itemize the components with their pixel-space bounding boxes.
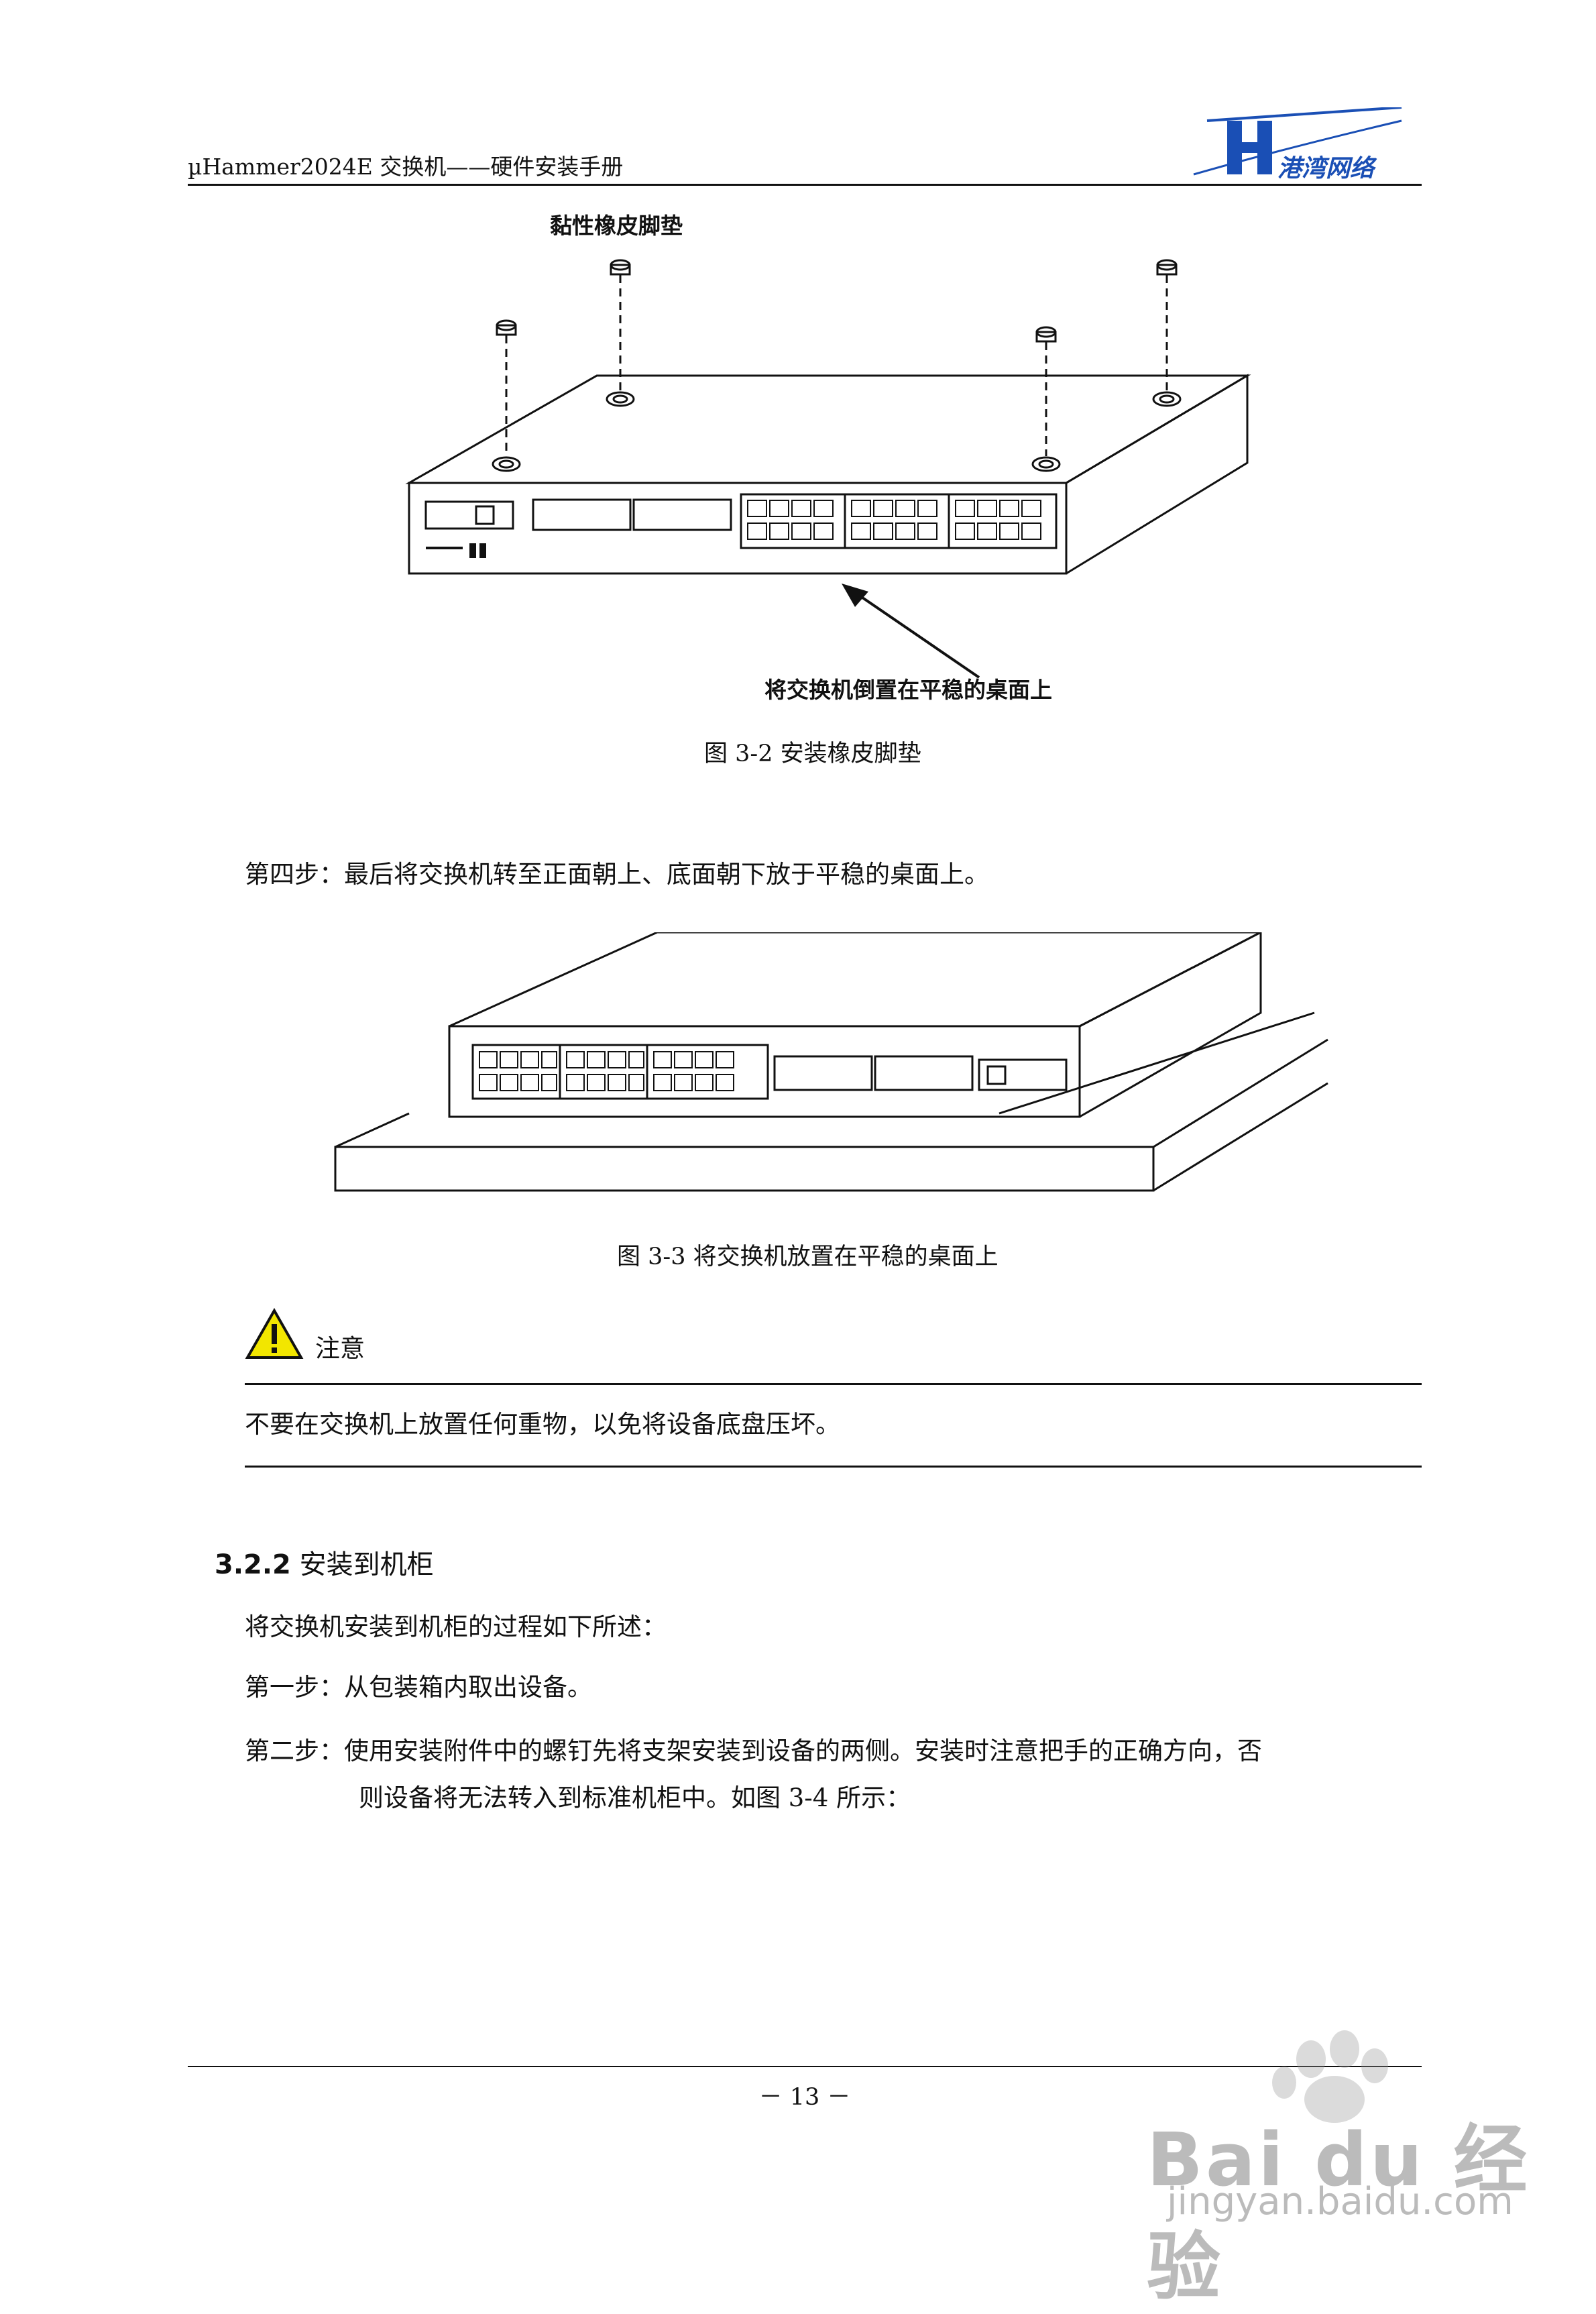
section-title: 安装到机柜 bbox=[299, 1549, 434, 1580]
figure-install-rubber-feet bbox=[405, 259, 1251, 575]
header-title: µHammer2024E 交换机——硬件安装手册 bbox=[188, 154, 624, 180]
section-step1: 第一步：从包装箱内取出设备。 bbox=[245, 1673, 592, 1702]
baidu-paw-icon bbox=[1272, 2030, 1388, 2123]
note-text: 不要在交换机上放置任何重物，以免将设备底盘压坏。 bbox=[245, 1410, 840, 1439]
header-rule bbox=[188, 184, 1422, 186]
section-step2-line2: 则设备将无法转入到标准机柜中。如图 3-4 所示： bbox=[359, 1783, 911, 1812]
note-bottom-rule bbox=[245, 1466, 1422, 1468]
section-number: 3.2.2 bbox=[215, 1549, 291, 1580]
watermark-url: jingyan.baidu.com bbox=[1167, 2180, 1514, 2223]
note-title: 注意 bbox=[315, 1334, 365, 1363]
page-number: － 13 － bbox=[758, 2084, 851, 2111]
section-step2-line1: 第二步：使用安装附件中的螺钉先将支架安装到设备的两侧。安装时注意把手的正确方向，… bbox=[245, 1737, 1262, 1765]
company-logo bbox=[1193, 107, 1402, 176]
logo-text: 港湾网络 bbox=[1277, 155, 1375, 182]
arrow-icon bbox=[842, 584, 980, 679]
figure1-caption: 图 3-2 安装橡皮脚垫 bbox=[704, 740, 921, 767]
section-intro: 将交换机安装到机柜的过程如下所述： bbox=[245, 1612, 667, 1641]
note-top-rule bbox=[245, 1383, 1422, 1385]
figure-switch-on-desk bbox=[334, 932, 1328, 1192]
footer-rule bbox=[188, 2066, 1422, 2067]
figure2-caption: 图 3-3 将交换机放置在平稳的桌面上 bbox=[617, 1244, 999, 1270]
step4-text: 第四步：最后将交换机转至正面朝上、底面朝下放于平稳的桌面上。 bbox=[245, 860, 989, 889]
warning-icon bbox=[245, 1308, 304, 1359]
section-heading: 3.2.2 安装到机柜 bbox=[215, 1543, 434, 1582]
figure1-label-top: 黏性橡皮脚垫 bbox=[550, 213, 683, 239]
figure1-label-bottom: 将交换机倒置在平稳的桌面上 bbox=[764, 677, 1052, 703]
